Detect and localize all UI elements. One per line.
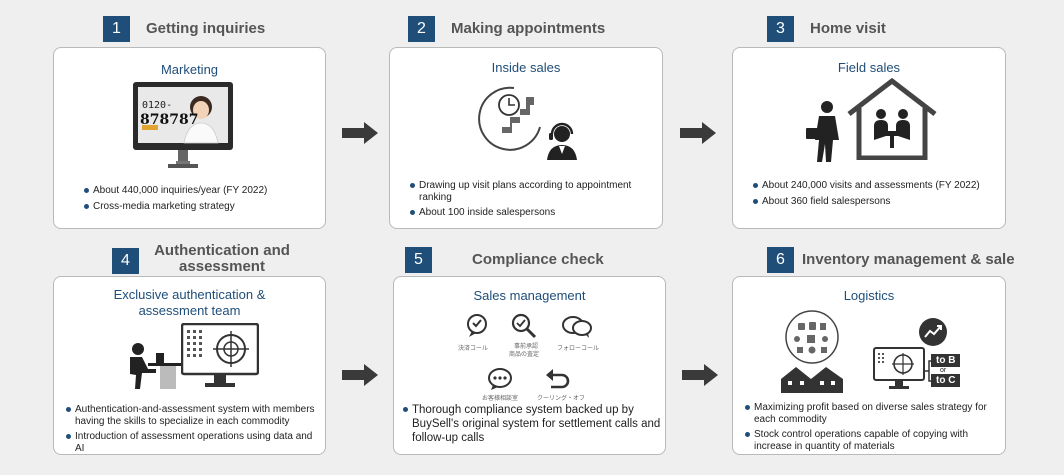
clock-map-icon <box>478 83 544 160</box>
step-2-header: 2 Making appointments <box>408 16 605 42</box>
warehouse-icon <box>779 309 845 398</box>
bullet-list: Authentication-and-assessment system wit… <box>66 404 322 458</box>
box-title: Logistics <box>843 288 895 303</box>
phone-check-icon <box>465 313 489 344</box>
step-title: Getting inquiries <box>146 20 266 37</box>
step-2-box: Inside sales Drawing up visit plans acco… <box>389 47 663 229</box>
to-b-label: to B <box>931 354 961 367</box>
arrow-right-icon <box>680 122 716 149</box>
house-meeting-icon <box>845 76 939 165</box>
bullet-list: Maximizing profit based on diverse sales… <box>745 402 1000 456</box>
list-item: Authentication-and-assessment system wit… <box>66 404 322 427</box>
step-number: 4 <box>112 247 139 274</box>
to-c-label: to C <box>931 374 961 387</box>
list-item: Drawing up visit plans according to appo… <box>410 180 655 203</box>
icon-label: 事前承認 <box>514 344 539 350</box>
list-item: Maximizing profit based on diverse sales… <box>745 402 1000 425</box>
list-item: Stock control operations capable of copy… <box>745 429 1000 452</box>
step-number: 5 <box>405 247 432 273</box>
chat-icon <box>487 367 513 396</box>
icon-label: お客様相談室 <box>482 396 519 402</box>
step-5-box: Sales management 決済コール 事前承認 商品の査定 フォローコー… <box>393 276 666 455</box>
monitor-icon <box>132 81 234 174</box>
salesman-icon <box>805 100 845 167</box>
step-1-box: Marketing 0120- 878787 About 440,000 inq… <box>53 47 326 229</box>
arrow-right-icon <box>682 364 718 391</box>
step-3-box: Field sales About 240,000 visits and ass… <box>732 47 1006 229</box>
phone-label: 0120- <box>142 100 173 111</box>
return-icon <box>545 367 571 396</box>
step-title: Authentication and assessment <box>153 243 291 275</box>
search-check-icon <box>511 313 537 344</box>
icon-label: 決済コール <box>458 346 489 352</box>
step-number: 2 <box>408 16 435 42</box>
box-title: Exclusive authentication & assessment te… <box>54 287 325 319</box>
icon-label: 商品の査定 <box>509 352 540 358</box>
bullet-list: About 240,000 visits and assessments (FY… <box>753 180 998 211</box>
list-item: Introduction of assessment operations us… <box>66 431 322 454</box>
step-title: Inventory management & sale <box>802 251 1015 268</box>
step-title: Home visit <box>810 20 886 37</box>
step-title: Compliance check <box>472 251 604 268</box>
crosshair-monitor-icon <box>180 322 260 394</box>
list-item: About 360 field salespersons <box>753 196 998 208</box>
box-title: Inside sales <box>491 60 561 75</box>
step-number: 3 <box>767 16 794 42</box>
step-3-header: 3 Home visit <box>767 16 886 42</box>
icon-label: フォローコール <box>557 346 600 352</box>
step-number: 6 <box>767 247 794 273</box>
phone-number: 878787 <box>140 112 199 128</box>
arrow-right-icon <box>342 364 378 391</box>
box-title-line: assessment team <box>138 303 241 318</box>
step-6-header: 6 Inventory management & sale <box>767 247 1015 273</box>
list-item: About 240,000 visits and assessments (FY… <box>753 180 998 192</box>
step-number: 1 <box>103 16 130 42</box>
step-6-box: Logistics <box>732 276 1006 455</box>
assessor-icon <box>120 341 184 394</box>
list-item: About 100 inside salespersons <box>410 207 655 219</box>
step-5-header: 5 Compliance check <box>405 247 604 273</box>
step-4-box: Exclusive authentication & assessment te… <box>53 276 326 455</box>
box-title: Field sales <box>837 60 901 75</box>
bullet-list: Drawing up visit plans according to appo… <box>410 180 655 223</box>
box-title: Sales management <box>473 288 586 303</box>
step-title-line: assessment <box>179 258 265 275</box>
crosshair-monitor-icon <box>873 347 925 396</box>
box-title: Marketing <box>160 62 219 77</box>
step-title-line: Authentication and <box>154 242 290 259</box>
operator-icon <box>544 122 580 167</box>
step-4-header: 4 Authentication and assessment <box>112 243 291 275</box>
bullet-list: About 440,000 inquiries/year (FY 2022) C… <box>84 185 319 216</box>
or-label: or <box>940 367 947 374</box>
box-title-line: Exclusive authentication & <box>113 287 266 302</box>
arrow-right-icon <box>342 122 378 149</box>
step-1-header: 1 Getting inquiries <box>103 16 265 42</box>
list-item: Thorough compliance system backed up by … <box>403 403 661 445</box>
list-item: About 440,000 inquiries/year (FY 2022) <box>84 185 319 197</box>
bullet-list: Thorough compliance system backed up by … <box>403 403 661 449</box>
list-item: Cross-media marketing strategy <box>84 201 319 213</box>
dashboard-icon <box>918 317 948 352</box>
icon-label: クーリング・オフ <box>537 396 586 402</box>
step-title: Making appointments <box>451 20 606 37</box>
chat-icon <box>561 315 593 344</box>
